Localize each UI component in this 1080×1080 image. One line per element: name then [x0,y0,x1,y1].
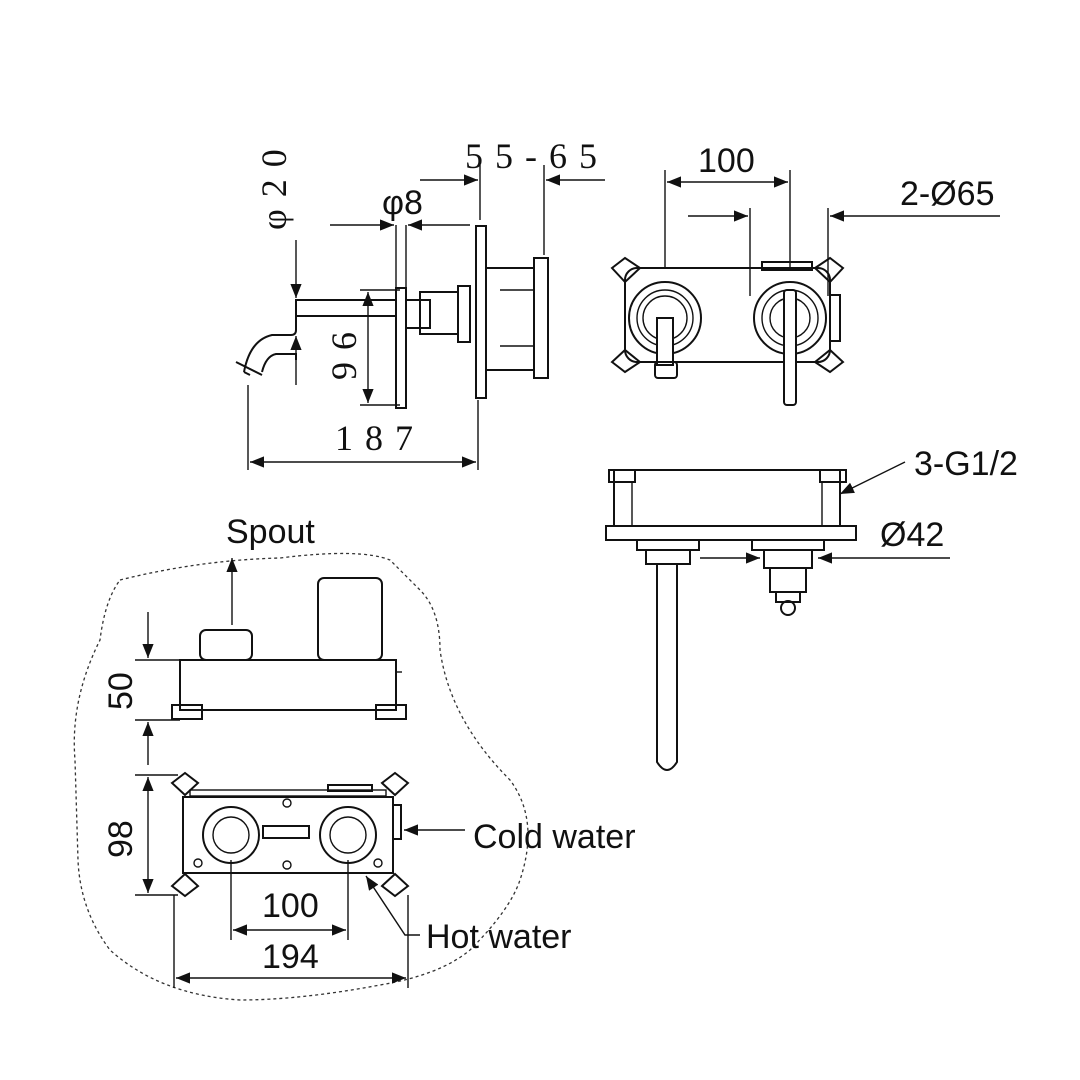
dim-100-top: 100 [698,142,755,180]
spout-outline-top [243,300,297,373]
dim-phi8: φ8 [382,184,423,222]
detail-boundary [73,552,529,1001]
dim-phi20: φ20 [254,137,294,230]
dim-100-bottom: 100 [262,887,319,925]
dim-3-g1-2: 3-G1/2 [914,445,1018,483]
dim-187: 187 [335,418,425,458]
dim-194: 194 [262,938,319,976]
dim-96: 96 [324,320,364,380]
dim-phi42: Ø42 [880,516,944,554]
label-cold-water: Cold water [473,818,636,856]
dim-98: 98 [102,820,140,858]
lever-handle [395,287,407,409]
front-view: 100 2-Ø65 [610,142,1000,406]
detail-view: Spout 50 Cold water Hot water [73,513,636,1001]
dim-55-65: 55-65 [465,136,609,176]
dim-2x65: 2-Ø65 [900,175,995,213]
wall-plate [475,225,487,399]
label-hot-water: Hot water [426,918,572,956]
label-spout: Spout [226,513,315,551]
dim-50: 50 [102,672,140,710]
front-plate [624,267,831,363]
top-view: 3-G1/2 Ø42 [605,445,1018,771]
side-view: φ20 φ8 55-65 96 187 [235,136,609,470]
